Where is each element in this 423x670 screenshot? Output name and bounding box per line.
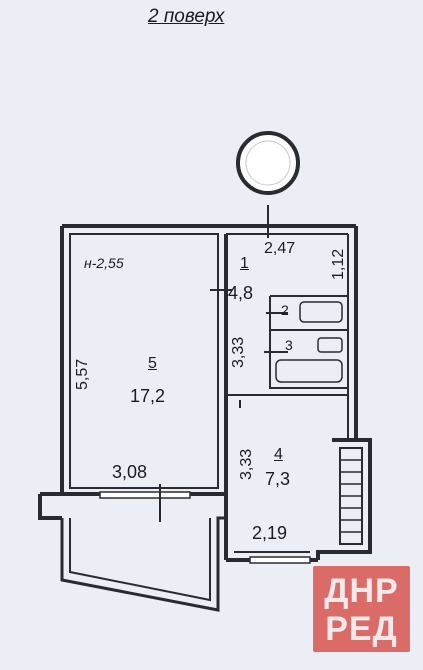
watermark-logo: ДНР РЕД	[313, 566, 410, 652]
room-5-number: 5	[148, 355, 157, 372]
hall-length: 3,33	[230, 336, 247, 368]
floor-title: 2 поверх	[148, 6, 225, 27]
room-4-area: 7,3	[265, 469, 291, 489]
kitchen-width: 2,19	[252, 523, 288, 543]
compass-inner	[245, 140, 291, 186]
watermark-line-2: РЕД	[325, 610, 398, 648]
fixtures	[275, 301, 343, 383]
room-width: 3,08	[112, 462, 148, 482]
room-length: 5,57	[74, 358, 91, 390]
hall-depth: 1,12	[330, 248, 347, 280]
dimension-marks	[159, 205, 288, 522]
room-2-number: 2	[281, 302, 289, 318]
room-4-number: 4	[274, 446, 283, 463]
staircase	[340, 459, 362, 533]
ceiling-height: н-2,55	[84, 255, 124, 271]
watermark-line-1: ДНР	[324, 572, 399, 610]
walls	[38, 224, 372, 612]
kitchen-length: 3,33	[238, 448, 255, 480]
room-5-area: 17,2	[130, 386, 166, 406]
room-1-area: 4,8	[228, 283, 254, 303]
hall-width: 2,47	[264, 240, 296, 257]
room-3-number: 3	[285, 337, 293, 353]
room-1-number: 1	[240, 255, 249, 272]
windows	[99, 491, 311, 564]
